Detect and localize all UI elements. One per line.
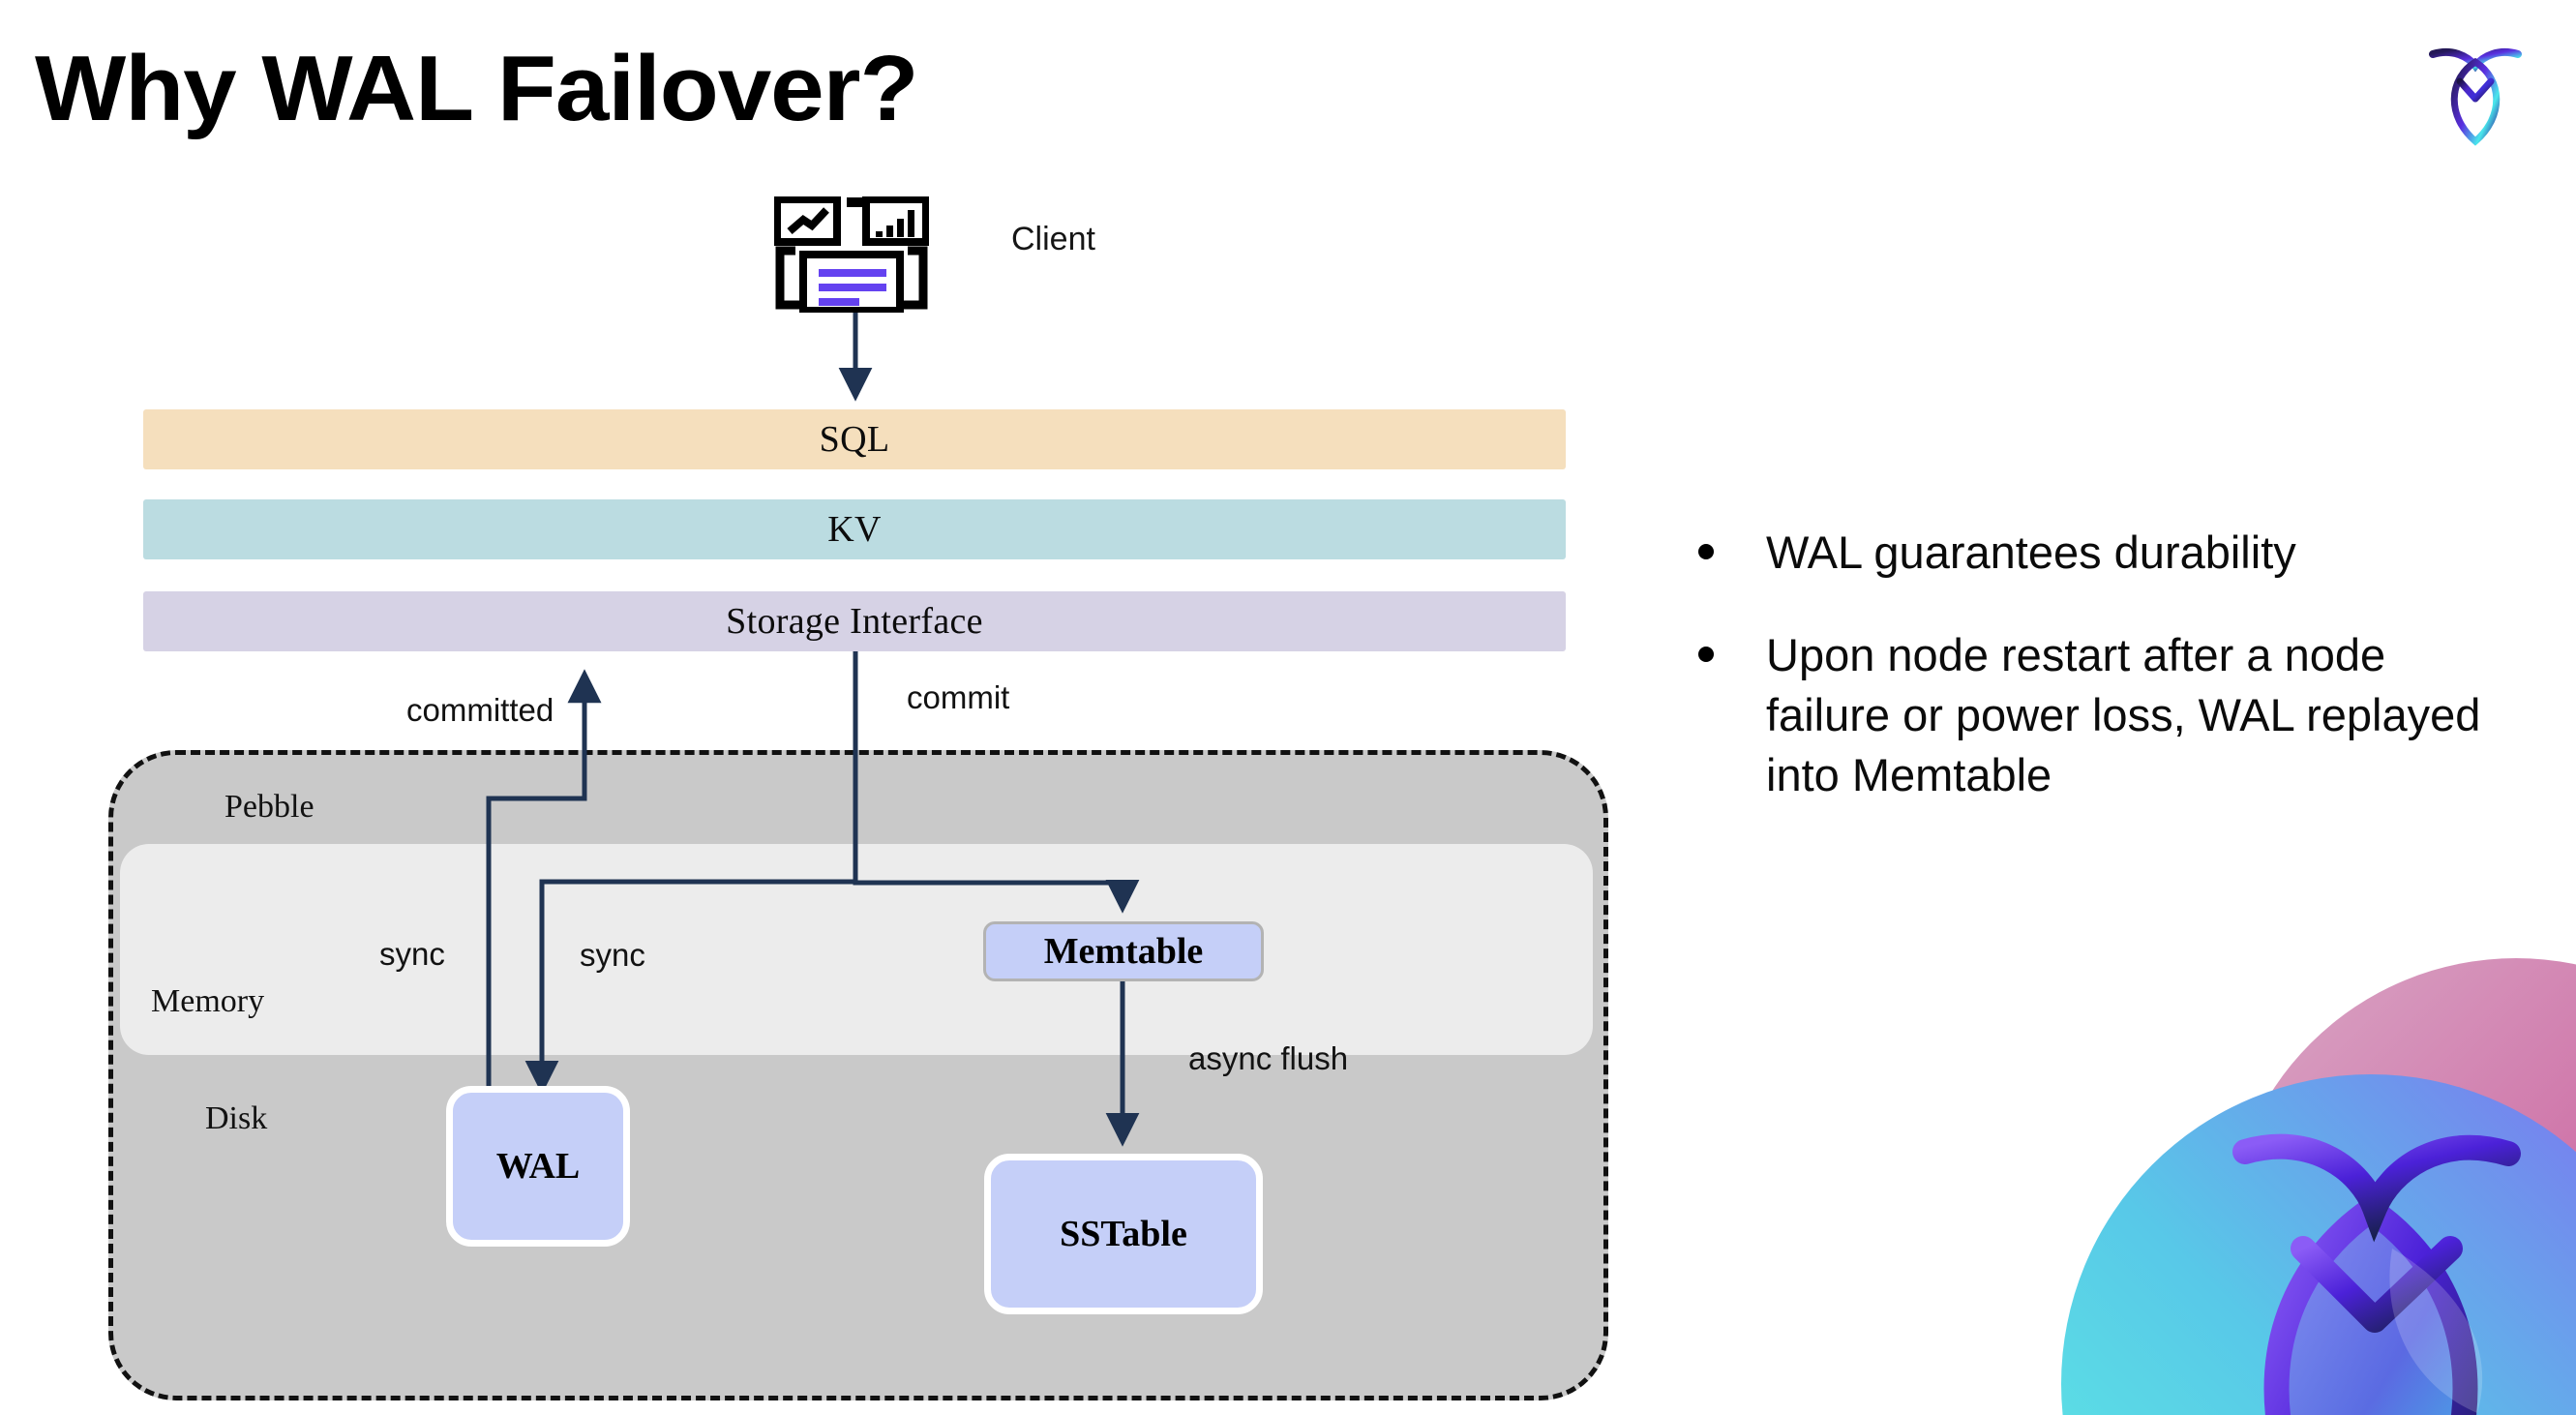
bullet-text: Upon node restart after a node failure o… xyxy=(1766,629,2481,801)
layer-kv: KV xyxy=(143,499,1566,559)
layer-storage-interface-label: Storage Interface xyxy=(726,601,983,642)
cockroachdb-logo xyxy=(2417,37,2533,158)
edge-label-commit: commit xyxy=(907,679,1010,715)
layer-storage-interface: Storage Interface xyxy=(143,591,1566,651)
list-item: WAL guarantees durability xyxy=(1698,523,2501,583)
node-memtable: Memtable xyxy=(983,921,1264,981)
disk-label: Disk xyxy=(205,1100,268,1136)
page-title: Why WAL Failover? xyxy=(35,37,918,140)
client-label: Client xyxy=(1011,221,1095,257)
bullet-dot-icon xyxy=(1698,544,1714,559)
pebble-label: Pebble xyxy=(225,789,315,825)
bullet-dot-icon xyxy=(1698,647,1714,663)
layer-kv-label: KV xyxy=(827,509,882,550)
edge-label-sync-right: sync xyxy=(580,937,645,973)
node-sstable: SSTable xyxy=(984,1154,1263,1314)
bullet-text: WAL guarantees durability xyxy=(1766,527,2296,578)
layer-sql: SQL xyxy=(143,409,1566,469)
client-dashboard-icon xyxy=(773,196,930,315)
node-memtable-label: Memtable xyxy=(1043,931,1204,972)
decorative-logo-motif xyxy=(1955,929,2576,1415)
edge-label-async-flush: async flush xyxy=(1188,1040,1349,1076)
node-sstable-label: SSTable xyxy=(1060,1214,1187,1254)
node-wal-label: WAL xyxy=(495,1146,581,1187)
node-wal: WAL xyxy=(446,1086,630,1247)
memory-label: Memory xyxy=(151,983,265,1019)
edge-label-committed: committed xyxy=(406,692,554,728)
list-item: Upon node restart after a node failure o… xyxy=(1698,625,2501,805)
bullet-list: WAL guarantees durability Upon node rest… xyxy=(1698,523,2501,848)
edge-label-sync-left: sync xyxy=(379,936,445,972)
layer-sql-label: SQL xyxy=(819,419,890,460)
memory-zone xyxy=(120,844,1593,1055)
